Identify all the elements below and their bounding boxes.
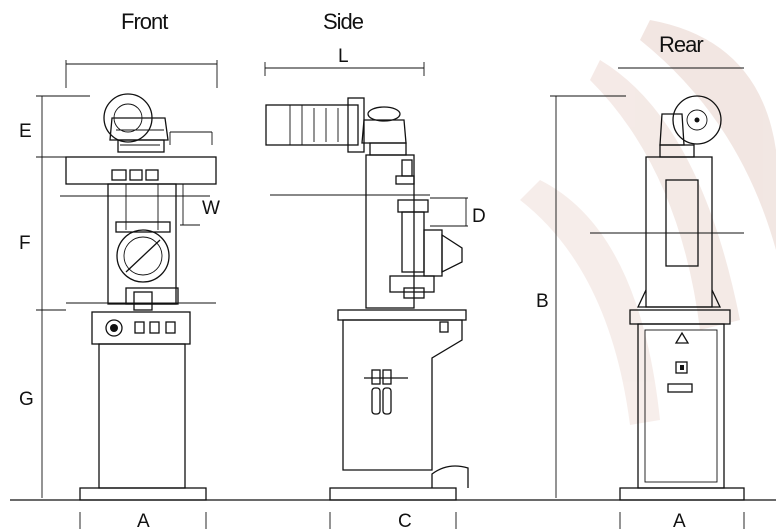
dimension-label-A-rear: A (673, 511, 686, 529)
dimension-label-W: W (202, 198, 220, 219)
dimension-label-B: B (536, 291, 549, 312)
dimension-label-D: D (472, 206, 486, 227)
view-title-rear: Rear (659, 32, 703, 57)
watermark-logo (520, 20, 776, 425)
dimension-label-E: E (19, 121, 32, 142)
dimension-label-L: L (338, 46, 349, 67)
view-title-side: Side (323, 9, 364, 34)
view-title-front: Front (121, 9, 168, 34)
rear-view (550, 67, 745, 529)
dimension-label-C: C (398, 511, 412, 529)
side-view (264, 62, 469, 529)
dimension-label-A-front: A (137, 511, 150, 529)
dimension-label-F: F (19, 233, 31, 254)
front-view (36, 60, 218, 529)
dimension-label-G: G (19, 389, 34, 410)
